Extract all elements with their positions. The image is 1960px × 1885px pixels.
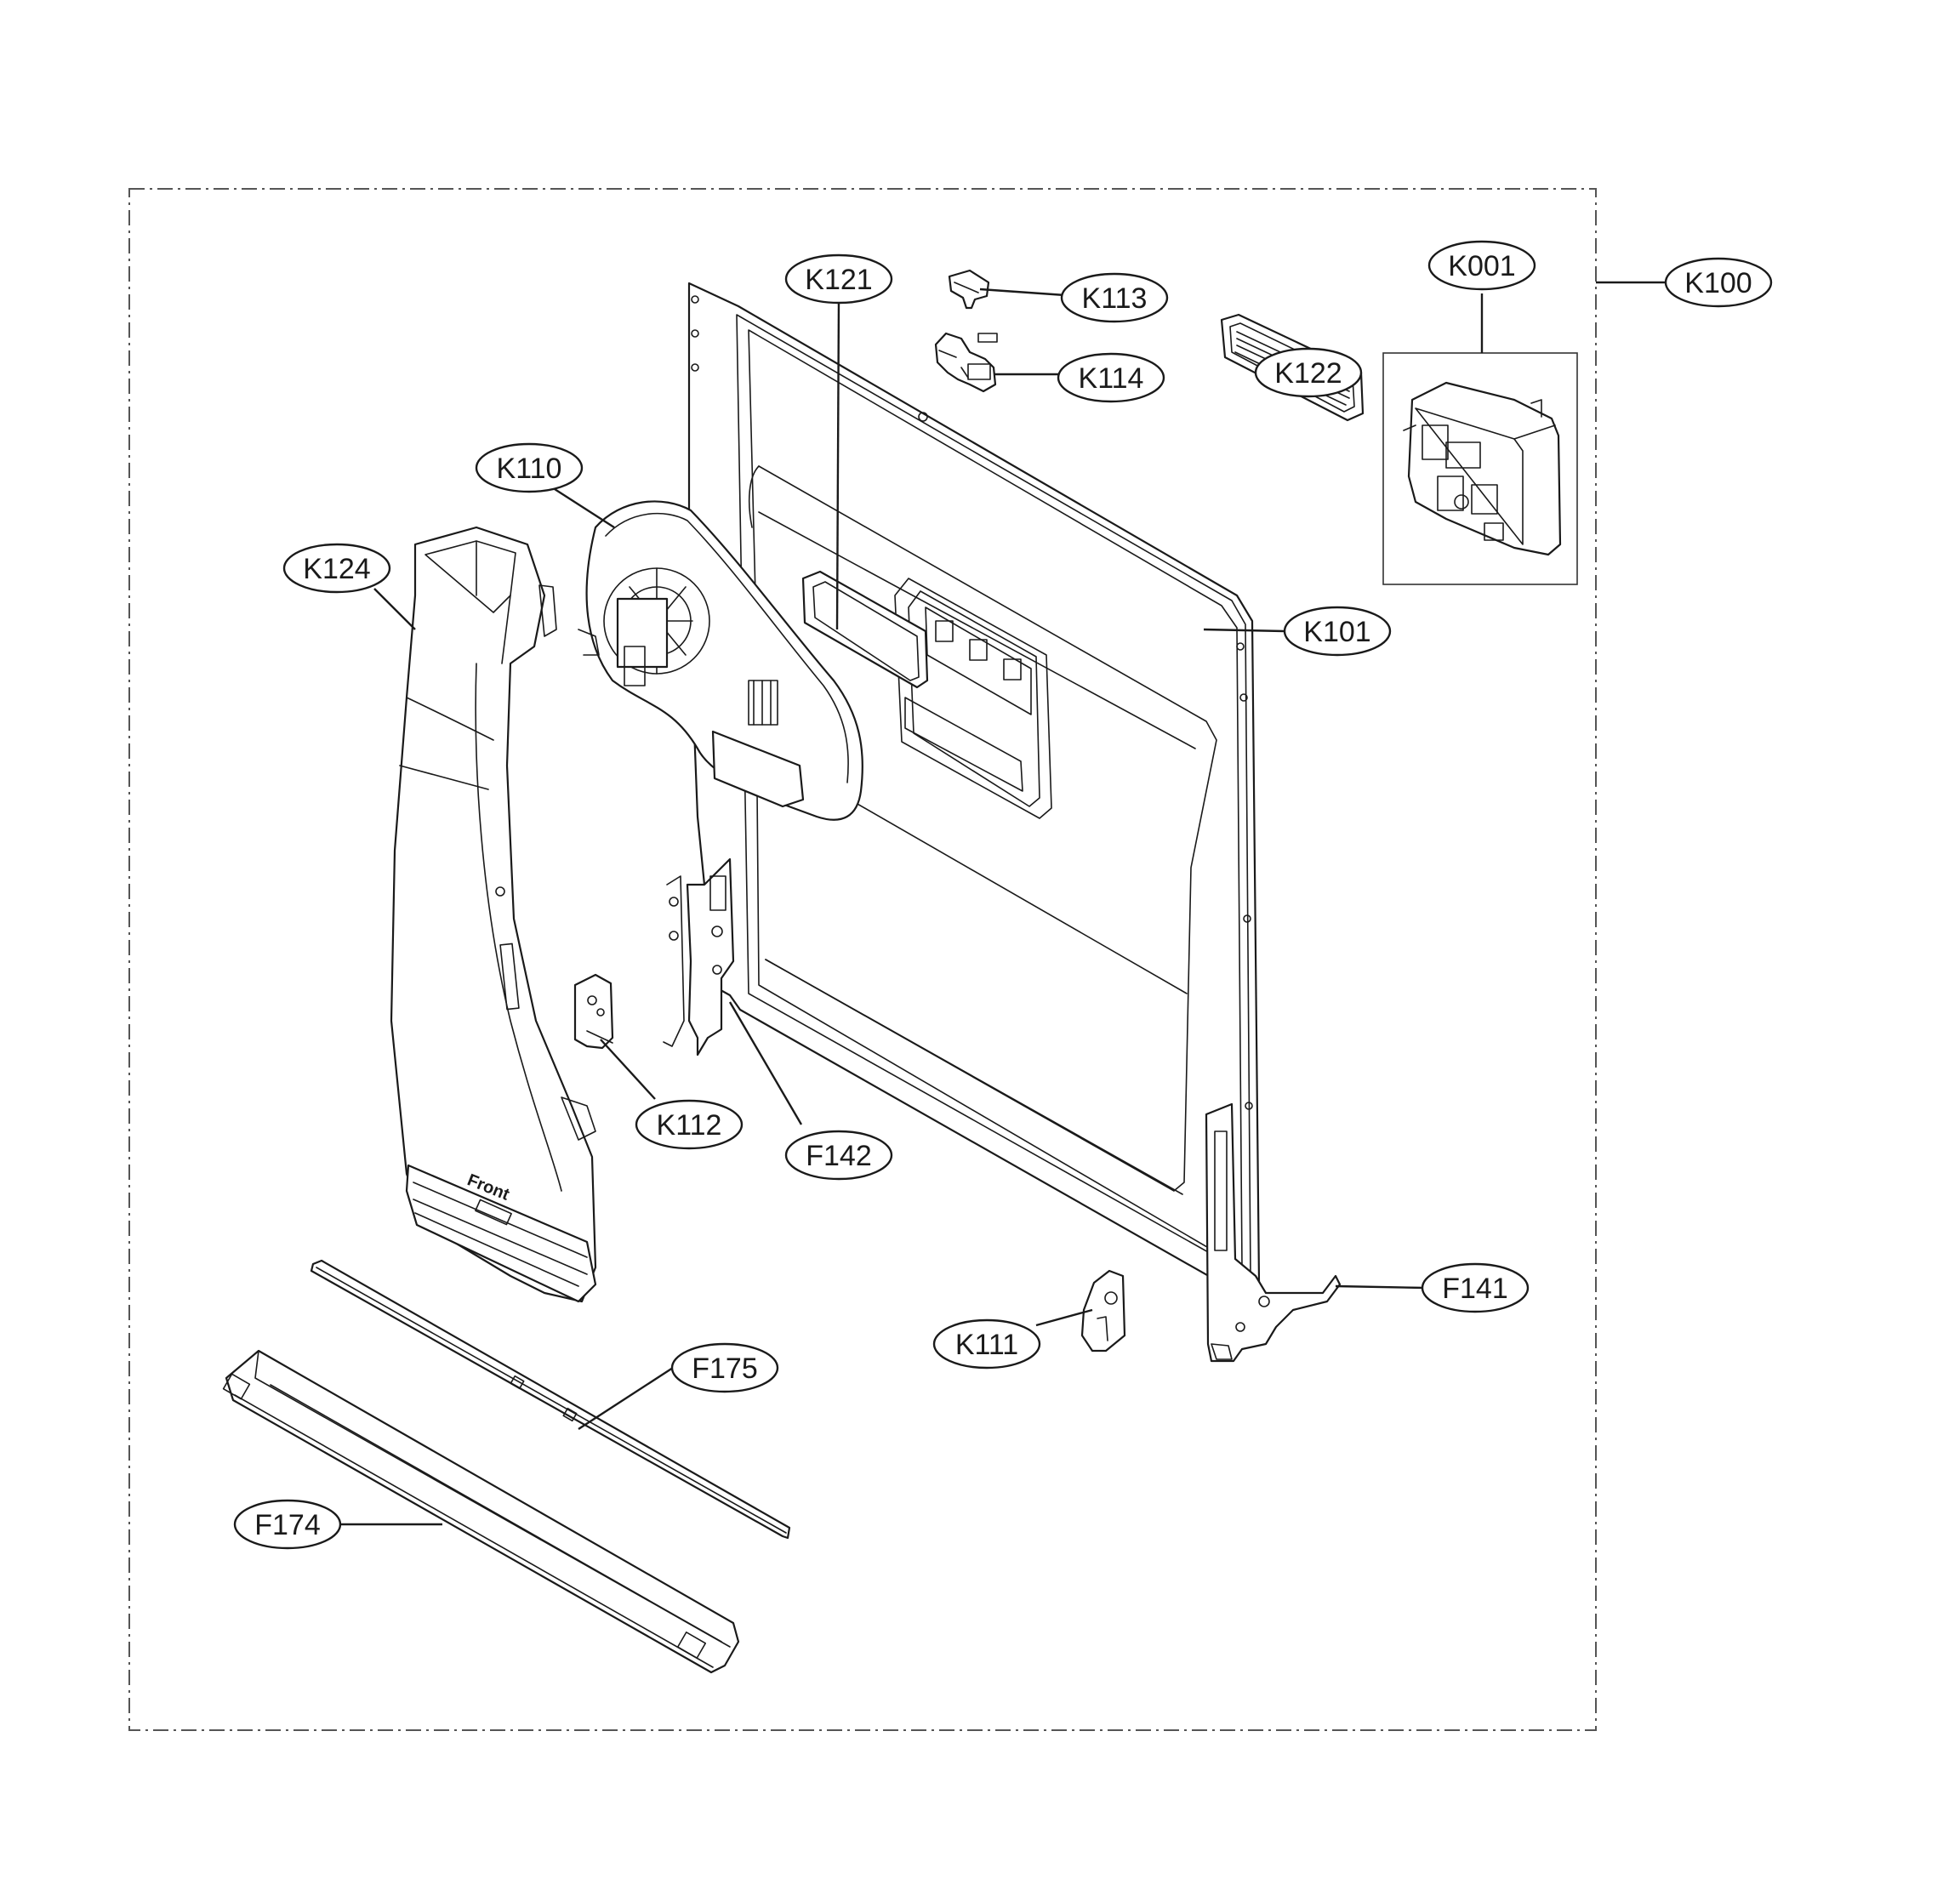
callout-text: K100 [1684, 267, 1752, 299]
callout-ellipse [1421, 1262, 1530, 1313]
callout-f141: F141 [1421, 1262, 1530, 1313]
callout-text: K124 [303, 553, 370, 585]
callout-ellipse [932, 1318, 1041, 1370]
leader-lines [333, 281, 1667, 1526]
callout-k122: K122 [1254, 347, 1363, 398]
k001-detail-box [1382, 352, 1578, 585]
callout-k101: K101 [1283, 606, 1392, 657]
callout-text: F175 [692, 1353, 758, 1385]
callout-text: K114 [1079, 362, 1144, 395]
callout-ellipse [1060, 272, 1169, 323]
callout-k124: K124 [282, 543, 391, 594]
callout-text: K122 [1274, 357, 1342, 390]
callout-text: K113 [1082, 282, 1148, 315]
callout-ellipse [1254, 347, 1363, 398]
callout-text: K111 [955, 1329, 1018, 1361]
part-f142-left-hinge [663, 857, 735, 1056]
part-k124-vent-duct: Front [390, 526, 597, 1303]
part-k114-latch [934, 332, 997, 393]
assembly-boundary-k100 [128, 188, 1597, 1731]
part-k121-gasket [801, 570, 929, 689]
callout-ellipse [784, 1130, 893, 1181]
callout-f174: F174 [233, 1499, 342, 1550]
callout-k114: K114 [1057, 352, 1165, 403]
callout-text: K001 [1448, 250, 1515, 282]
callout-ellipse [1283, 606, 1392, 657]
callout-k121: K121 [784, 253, 893, 305]
callout-ellipse [635, 1099, 744, 1150]
callout-f175: F175 [670, 1342, 779, 1393]
callout-text: F142 [806, 1140, 872, 1172]
callout-text: K112 [657, 1109, 722, 1142]
callout-ellipse [1057, 352, 1165, 403]
callout-k112: K112 [635, 1099, 744, 1150]
callout-text: K101 [1303, 616, 1370, 648]
callout-ellipse [282, 543, 391, 594]
callout-k110: K110 [475, 442, 584, 493]
callout-ellipse [1664, 257, 1773, 308]
callout-text: K121 [805, 264, 872, 296]
callout-ellipse [475, 442, 584, 493]
callout-ellipse [784, 253, 893, 305]
callout-f142: F142 [784, 1130, 893, 1181]
part-f175-rail [310, 1259, 791, 1540]
callout-text: F174 [254, 1509, 321, 1541]
part-k113-clip [948, 269, 990, 310]
part-k101-inner-door [687, 282, 1261, 1301]
callout-k001: K001 [1427, 240, 1536, 291]
part-k111-bracket [1080, 1269, 1126, 1353]
callout-text: K110 [497, 453, 562, 485]
callout-ellipse [670, 1342, 779, 1393]
part-k110-vent-fan [578, 500, 863, 821]
callout-k111: K111 [932, 1318, 1041, 1370]
callout-k113: K113 [1060, 272, 1169, 323]
part-k112-bracket [573, 973, 614, 1050]
callout-k100: K100 [1664, 257, 1773, 308]
part-f174-bottom-trim [222, 1349, 740, 1674]
callout-ellipse [233, 1499, 342, 1550]
part-f141-right-hinge [1205, 1102, 1342, 1363]
callout-text: F141 [1442, 1273, 1508, 1305]
part-k001-control-board [1403, 381, 1562, 556]
callout-ellipse [1427, 240, 1536, 291]
